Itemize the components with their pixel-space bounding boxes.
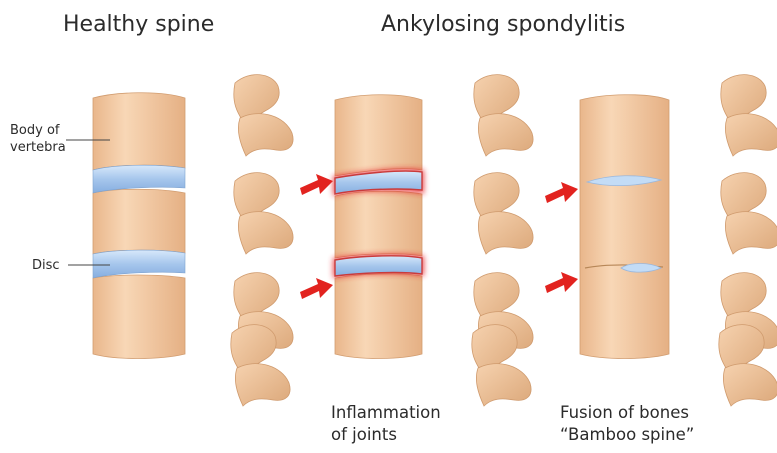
label-body-of-vertebra: Body of vertebra xyxy=(10,122,66,156)
caption-fusion-line-2: “Bamboo spine” xyxy=(560,424,694,446)
caption-inflammation-line-2: of joints xyxy=(331,424,441,446)
label-body-line-1: Body of xyxy=(10,122,66,139)
inflamed-spine xyxy=(333,75,533,406)
caption-inflammation: Inflammation of joints xyxy=(331,402,441,446)
caption-fusion-line-1: Fusion of bones xyxy=(560,402,694,424)
fused-spine xyxy=(580,75,777,406)
label-disc: Disc xyxy=(32,257,60,274)
label-body-line-2: vertebra xyxy=(10,139,66,156)
caption-inflammation-line-1: Inflammation xyxy=(331,402,441,424)
caption-fusion: Fusion of bones “Bamboo spine” xyxy=(560,402,694,446)
healthy-spine xyxy=(93,75,293,406)
